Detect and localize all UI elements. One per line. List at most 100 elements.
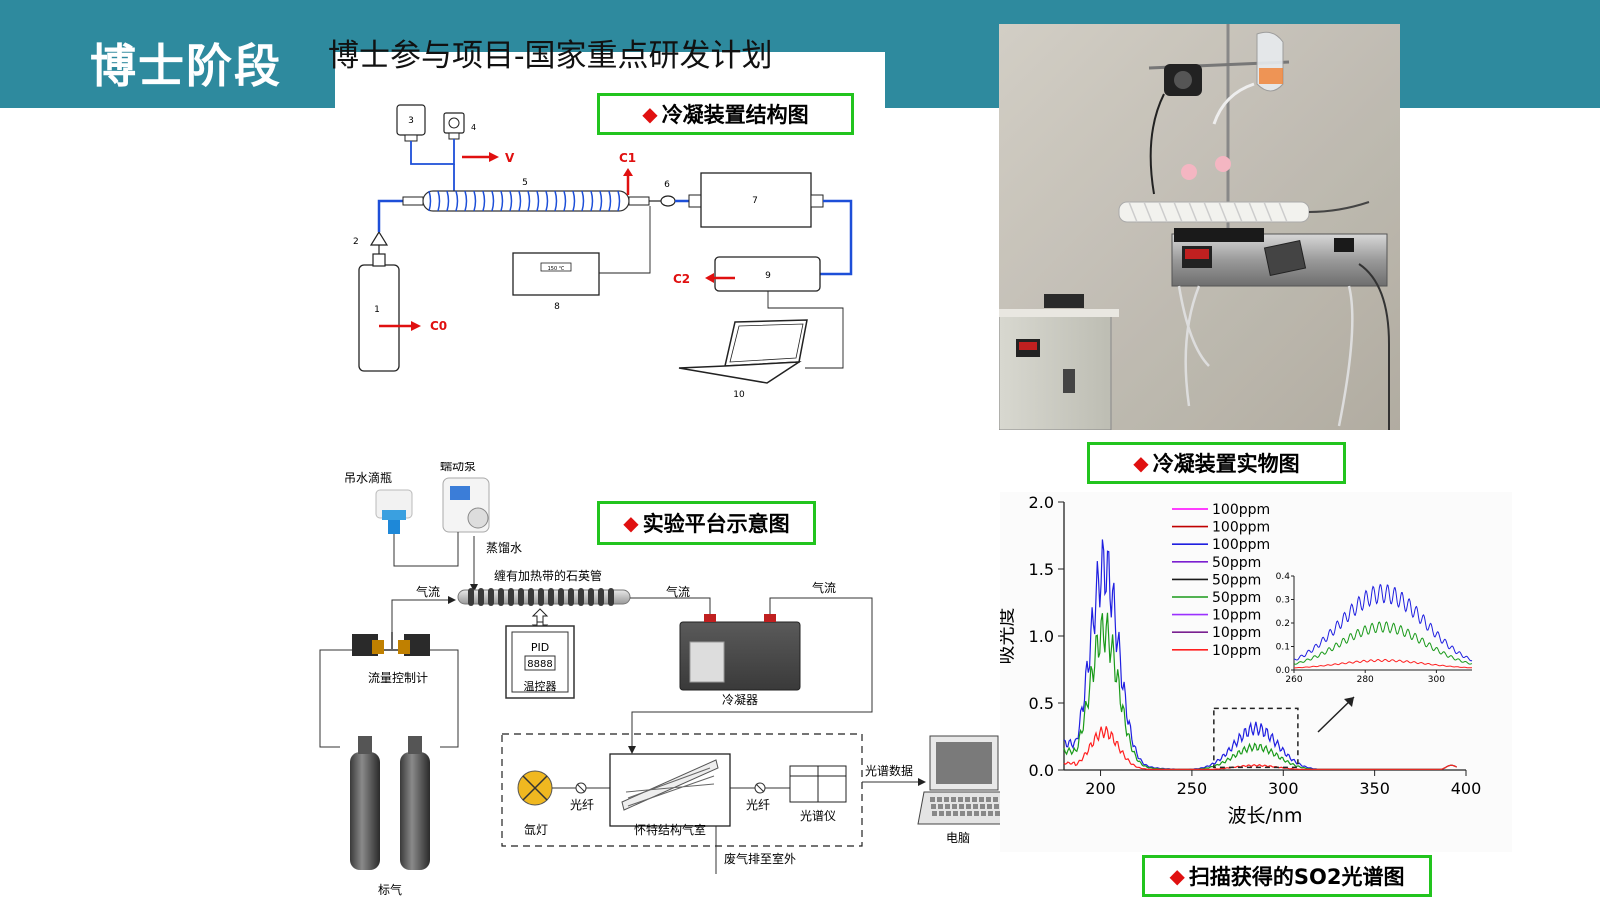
label-flow-controller: 流量控制计 (368, 671, 428, 685)
x-axis-label: 波长/nm (1228, 805, 1303, 827)
label-pump: 蠕动泵 (440, 462, 476, 473)
caption-photo-label: 冷凝装置实物图 (1152, 452, 1300, 476)
label-spectral-data: 光谱数据 (865, 763, 913, 778)
label-10: 10 (733, 390, 745, 400)
inset-series-line-100ppm (1294, 583, 1473, 662)
label-pid-display: 8888 (527, 659, 552, 670)
label-c1: C1 (619, 151, 636, 165)
inset-x-tick-label: 260 (1285, 675, 1302, 685)
drip-bottle: 吊水滴瓶 (344, 470, 413, 534)
label-temp: 150 ℃ (548, 266, 565, 272)
label-distilled-water: 蒸馏水 (486, 541, 522, 555)
y-tick-label: 1.0 (1029, 627, 1054, 646)
c2-arrow: C2 (673, 272, 735, 286)
label-fiber-1: 光纤 (570, 798, 594, 812)
legend-label: 50ppm (1212, 572, 1261, 588)
box-7: 7 (688, 172, 824, 228)
legend-label: 100ppm (1212, 537, 1270, 553)
label-temp-controller: 温控器 (524, 679, 557, 693)
zoom-arrowhead (1344, 697, 1354, 707)
label-condenser: 冷凝器 (722, 692, 758, 707)
gas-cylinders: 标气 (350, 736, 430, 897)
diamond-icon: ◆ (623, 511, 639, 535)
inset-y-tick-label: 0.1 (1276, 643, 1290, 653)
peristaltic-pump: 蠕动泵 (440, 462, 490, 533)
caption-spectrum-label: 扫描获得的SO2光谱图 (1188, 865, 1405, 889)
label-6: 6 (664, 180, 670, 190)
y-tick-label: 2.0 (1029, 493, 1054, 512)
caption-photo: ◆ 冷凝装置实物图 (1087, 442, 1346, 484)
condenser-photo (999, 24, 1400, 430)
caption-spectrum: ◆ 扫描获得的SO2光谱图 (1142, 855, 1432, 897)
temp-controller: PID 8888 温控器 (505, 625, 575, 699)
x-tick-label: 350 (1359, 779, 1390, 798)
box-9: 9 (714, 256, 821, 292)
fiber-2: 光纤 (746, 782, 770, 812)
v-arrow: V (462, 151, 515, 165)
valve-2: 2 (353, 230, 389, 254)
legend-label: 50ppm (1212, 555, 1261, 571)
diamond-icon: ◆ (1169, 864, 1185, 888)
y-tick-label: 1.5 (1029, 560, 1054, 579)
x-tick-label: 300 (1268, 779, 1299, 798)
page-title: 博士阶段 (90, 39, 282, 93)
caption-structure-label: 冷凝装置结构图 (661, 103, 809, 127)
label-computer: 电脑 (946, 831, 970, 845)
coiled-tube-5: 5 (422, 178, 630, 212)
label-drip-bottle: 吊水滴瓶 (344, 470, 392, 485)
label-7: 7 (752, 196, 758, 206)
diamond-icon: ◆ (642, 102, 658, 126)
caption-platform: ◆ 实验平台示意图 (597, 501, 816, 545)
y-tick-label: 0.0 (1029, 761, 1054, 780)
caption-platform-label: 实验平台示意图 (642, 512, 790, 536)
x-tick-label: 250 (1177, 779, 1208, 798)
label-9: 9 (765, 271, 771, 281)
y-axis-label: 吸光度 (1000, 607, 1017, 664)
label-v: V (505, 151, 515, 165)
gas-cylinder-1: 1 (358, 253, 400, 372)
caption-structure: ◆ 冷凝装置结构图 (597, 93, 854, 135)
label-cylinder: 标气 (378, 882, 402, 897)
laptop-10: 10 (678, 291, 844, 400)
inset-x-tick-label: 300 (1428, 675, 1445, 685)
label-airflow-2: 气流 (666, 584, 690, 599)
legend-label: 10ppm (1212, 608, 1261, 624)
legend-label: 100ppm (1212, 520, 1270, 536)
inset-y-tick-label: 0.4 (1276, 572, 1291, 582)
c1-arrow: C1 (619, 151, 636, 195)
c0-arrow: C0 (379, 319, 447, 333)
white-cell: 怀特结构气室 (609, 753, 731, 837)
label-white-cell: 怀特结构气室 (634, 822, 706, 837)
y-tick-label: 0.5 (1029, 694, 1054, 713)
optics-box (501, 733, 863, 847)
filter-6: 6 (649, 180, 676, 207)
label-exhaust: 废气排至室外 (724, 851, 796, 866)
fiber-1: 光纤 (570, 782, 594, 812)
label-4: 4 (471, 123, 476, 132)
computer: 电脑 (917, 735, 1011, 845)
label-2: 2 (353, 237, 359, 247)
legend-label: 100ppm (1212, 502, 1270, 518)
xenon-lamp: 氙灯 (517, 770, 553, 837)
legend-label: 10ppm (1212, 625, 1261, 641)
condenser: 冷凝器 (679, 614, 801, 707)
label-airflow-3: 气流 (812, 580, 836, 595)
label-5: 5 (522, 178, 528, 188)
label-1: 1 (374, 305, 380, 315)
series-line-10ppm (1063, 726, 1457, 770)
spectrometer: 光谱仪 (789, 765, 847, 823)
photo-illustration (999, 24, 1400, 430)
x-tick-label: 200 (1085, 779, 1116, 798)
label-airflow-1: 气流 (416, 584, 440, 599)
label-quartz-tube: 缠有加热带的石英管 (494, 568, 602, 583)
structure-diagram: 1 C0 2 3 4 V 5 C1 (353, 104, 853, 400)
quartz-tube: 缠有加热带的石英管 (457, 568, 631, 606)
temp-box-8: 150 ℃ 8 (512, 252, 600, 312)
inset-series-line-10ppm (1294, 658, 1472, 669)
label-8: 8 (554, 302, 560, 312)
box-3: 3 (396, 104, 426, 142)
label-xenon-lamp: 氙灯 (524, 823, 548, 837)
label-c0: C0 (430, 319, 447, 333)
